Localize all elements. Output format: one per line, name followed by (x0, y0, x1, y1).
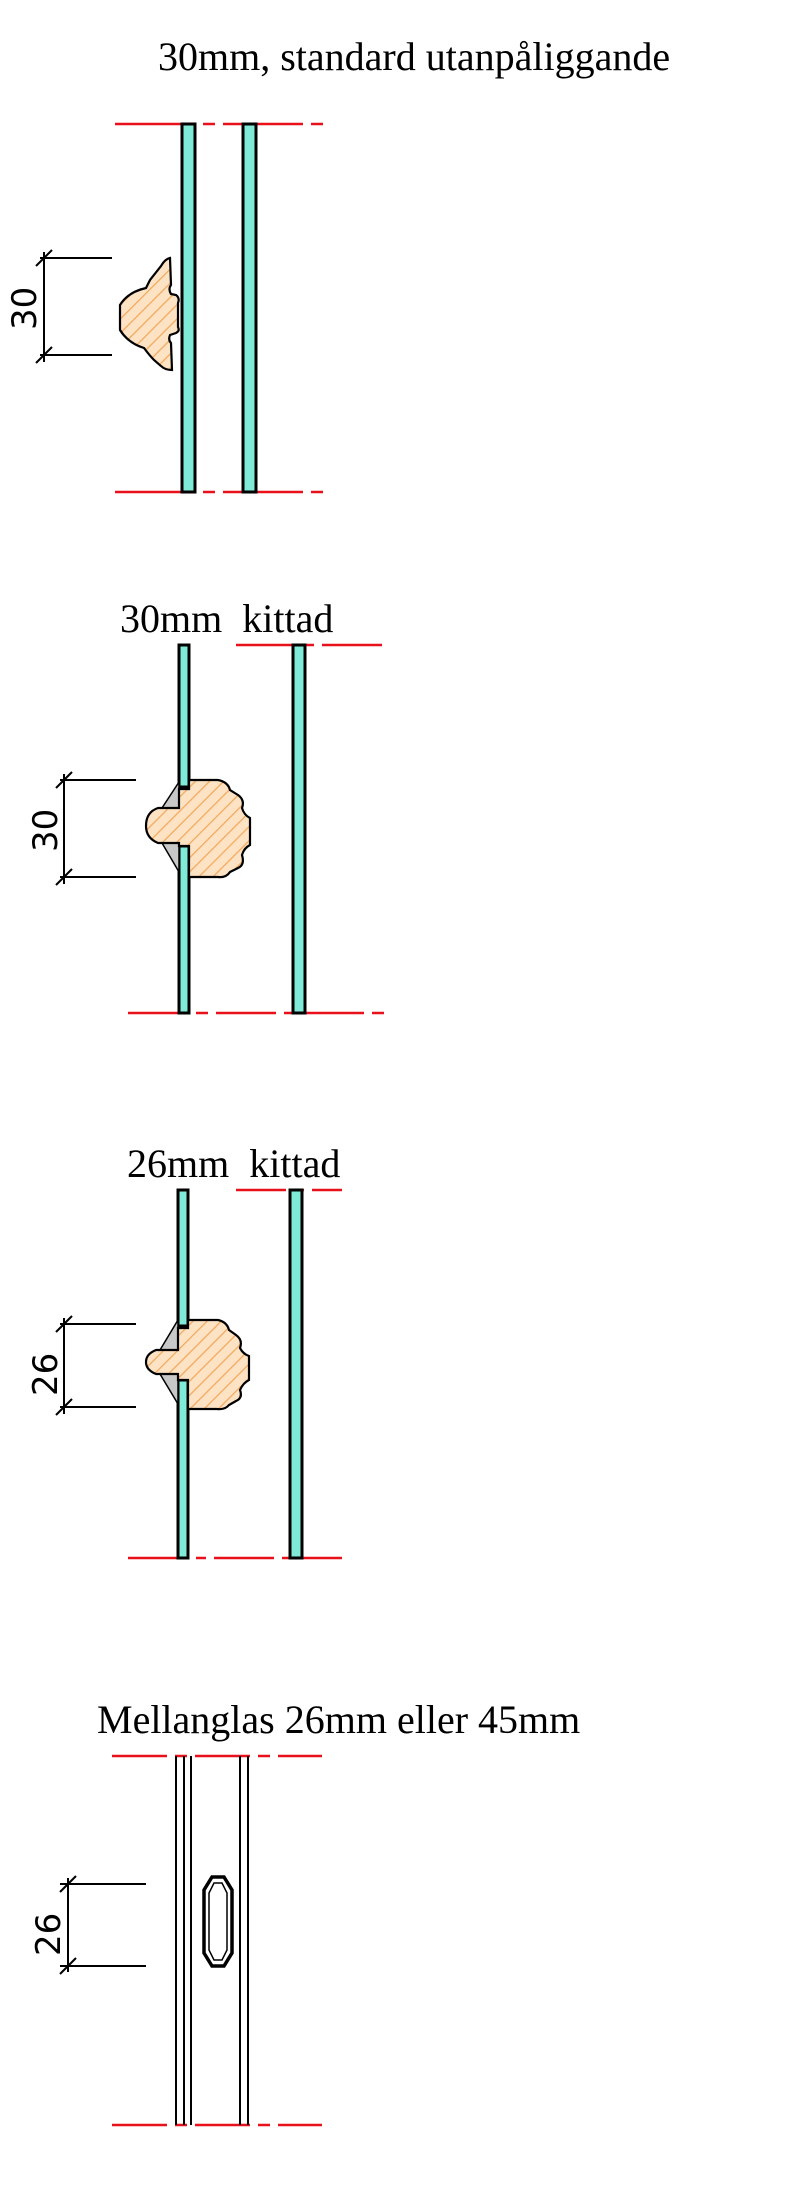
spacer-profile-inner (208, 1882, 228, 1961)
glass-pane-inner-upper (177, 643, 191, 789)
glass-pane-outer (288, 1188, 304, 1560)
glass-pane-inner-lower (177, 844, 191, 1015)
section-mellanglas: Mellanglas 26mm eller 45mm 26 (29, 1697, 580, 2127)
glass-pane-outer (291, 643, 307, 1015)
dimension-marker: 26 (26, 1315, 136, 1416)
section-title: 26mm kittad (127, 1141, 340, 1186)
dimension-marker: 30 (5, 249, 112, 364)
putty-lower (160, 842, 180, 875)
section-title: 30mm, standard utanpåliggande (158, 34, 670, 79)
section-title: 30mm kittad (120, 596, 333, 641)
glass-pane-inner-upper (176, 1188, 190, 1328)
dimension-label: 30 (26, 809, 66, 852)
section-kittad-30mm: 30mm kittad 30 (26, 596, 388, 1015)
dimension-label: 26 (26, 1353, 66, 1396)
glazing-bar-profile (144, 1318, 251, 1411)
putty-upper (160, 779, 180, 809)
spacer-profile (202, 1875, 234, 1968)
glass-pane-outer (241, 122, 258, 494)
putty-upper (158, 1317, 179, 1351)
glass-pane-outer (239, 1756, 249, 2125)
section-standard-30mm: 30mm, standard utanpåliggande 30 (5, 34, 670, 494)
dimension-label: 26 (29, 1913, 69, 1956)
dimension-label: 30 (5, 287, 45, 330)
putty-lower (158, 1373, 179, 1407)
section-kittad-26mm: 26mm kittad 26 (26, 1141, 342, 1560)
dimension-marker: 30 (26, 771, 136, 886)
glazing-bar-profile (118, 256, 180, 372)
glazing-bar-profile (144, 778, 252, 879)
section-title: Mellanglas 26mm eller 45mm (97, 1697, 580, 1742)
dimension-marker: 26 (29, 1875, 146, 1975)
glass-pane-inner (180, 122, 197, 494)
glass-pane-inner-lower (176, 1378, 190, 1560)
glass-pane-inner (175, 1756, 185, 2125)
